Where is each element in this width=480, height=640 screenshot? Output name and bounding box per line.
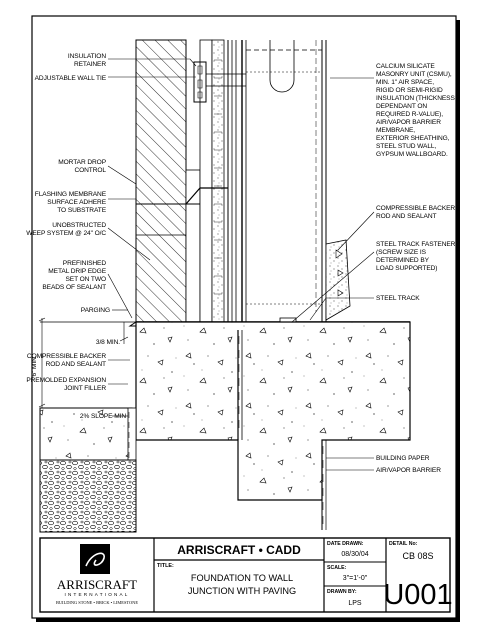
section-drawing	[38, 39, 411, 533]
drawing-title-line-2: JUNCTION WITH PAVING	[188, 586, 296, 596]
arriscraft-logo	[80, 544, 110, 574]
drawn-label: DRAWN BY:	[327, 589, 357, 595]
logo-tagline: BUILDING STONE • BRICK • LIMESTONE	[56, 600, 138, 605]
svg-text:CALCIUM SILICATE MASONRY: CALCIUM SILICATE MASONRY UNIT (CSMU), MI…	[376, 63, 456, 158]
date-label: DATE DRAWN:	[327, 541, 364, 547]
logo-sub: INTERNATIONAL	[64, 592, 129, 597]
svg-text:ADJUSTABLE WALL TIE: ADJUSTABLE WALL TIE	[35, 75, 107, 82]
drawing-title-line-1: FOUNDATION TO WALL	[191, 573, 293, 583]
detail-label: DETAIL No:	[389, 541, 418, 547]
svg-text:STEEL TRACK FASTENER(SCREW SIZ: STEEL TRACK FASTENER(SCREW SIZE ISDETERM…	[376, 241, 456, 272]
title-block	[39, 537, 451, 613]
brand-title: ARRISCRAFT • CADD	[177, 543, 301, 557]
svg-text:STEEL TRACK: STEEL TRACK	[376, 295, 420, 302]
drawn-value: LPS	[348, 600, 362, 607]
scale-value: 3"=1'-0"	[343, 575, 368, 582]
svg-text:BUILDING PAPER: BUILDING PAPER	[376, 455, 430, 462]
svg-text:PARGING: PARGING	[81, 307, 110, 314]
scale-label: SCALE:	[327, 565, 347, 571]
logo-name: ARRISCRAFT	[57, 577, 137, 592]
title-label: TITLE:	[157, 563, 174, 569]
svg-text:6" MIN.: 6" MIN.	[31, 355, 38, 376]
date-value: 08/30/04	[341, 551, 368, 558]
svg-text:2% SLOPE MIN: 2% SLOPE MIN	[80, 413, 126, 420]
title-block-text: ARRISCRAFT INTERNATIONAL BUILDING STONE …	[56, 541, 453, 611]
detail-value: CB 08S	[402, 551, 433, 561]
sheet-number: U001	[383, 579, 452, 611]
svg-text:AIR/VAPOR BARRIER: AIR/VAPOR BARRIER	[376, 467, 441, 474]
svg-text:3/8 MIN.: 3/8 MIN.	[96, 339, 120, 346]
